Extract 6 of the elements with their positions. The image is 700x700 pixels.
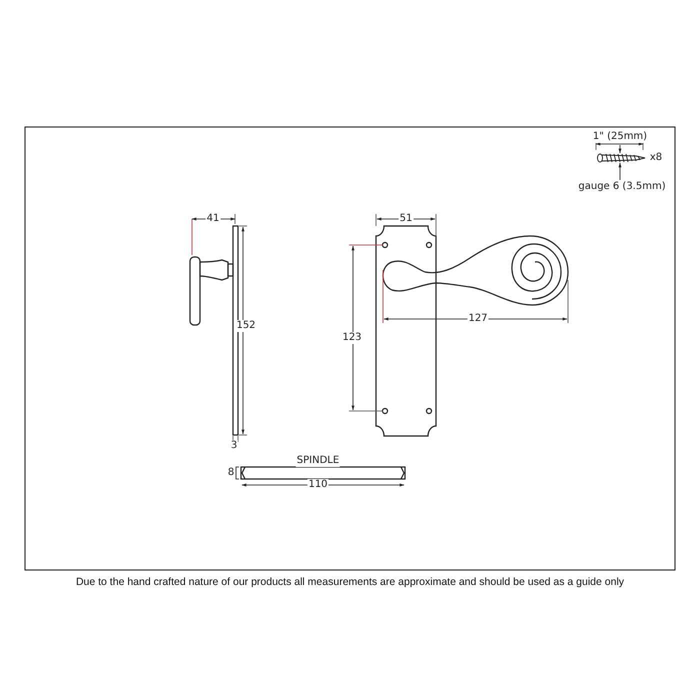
dimension-label: 123 bbox=[341, 332, 363, 344]
dimension-label: gauge 6 (3.5mm) bbox=[577, 181, 667, 193]
dimension-label: 1" (25mm) bbox=[592, 131, 648, 143]
dimension-label: 152 bbox=[235, 320, 257, 332]
disclaimer-text: Due to the hand crafted nature of our products all measurements are approximate and should be used as a guide only bbox=[74, 576, 626, 588]
part-name: SPINDLE bbox=[296, 455, 340, 467]
